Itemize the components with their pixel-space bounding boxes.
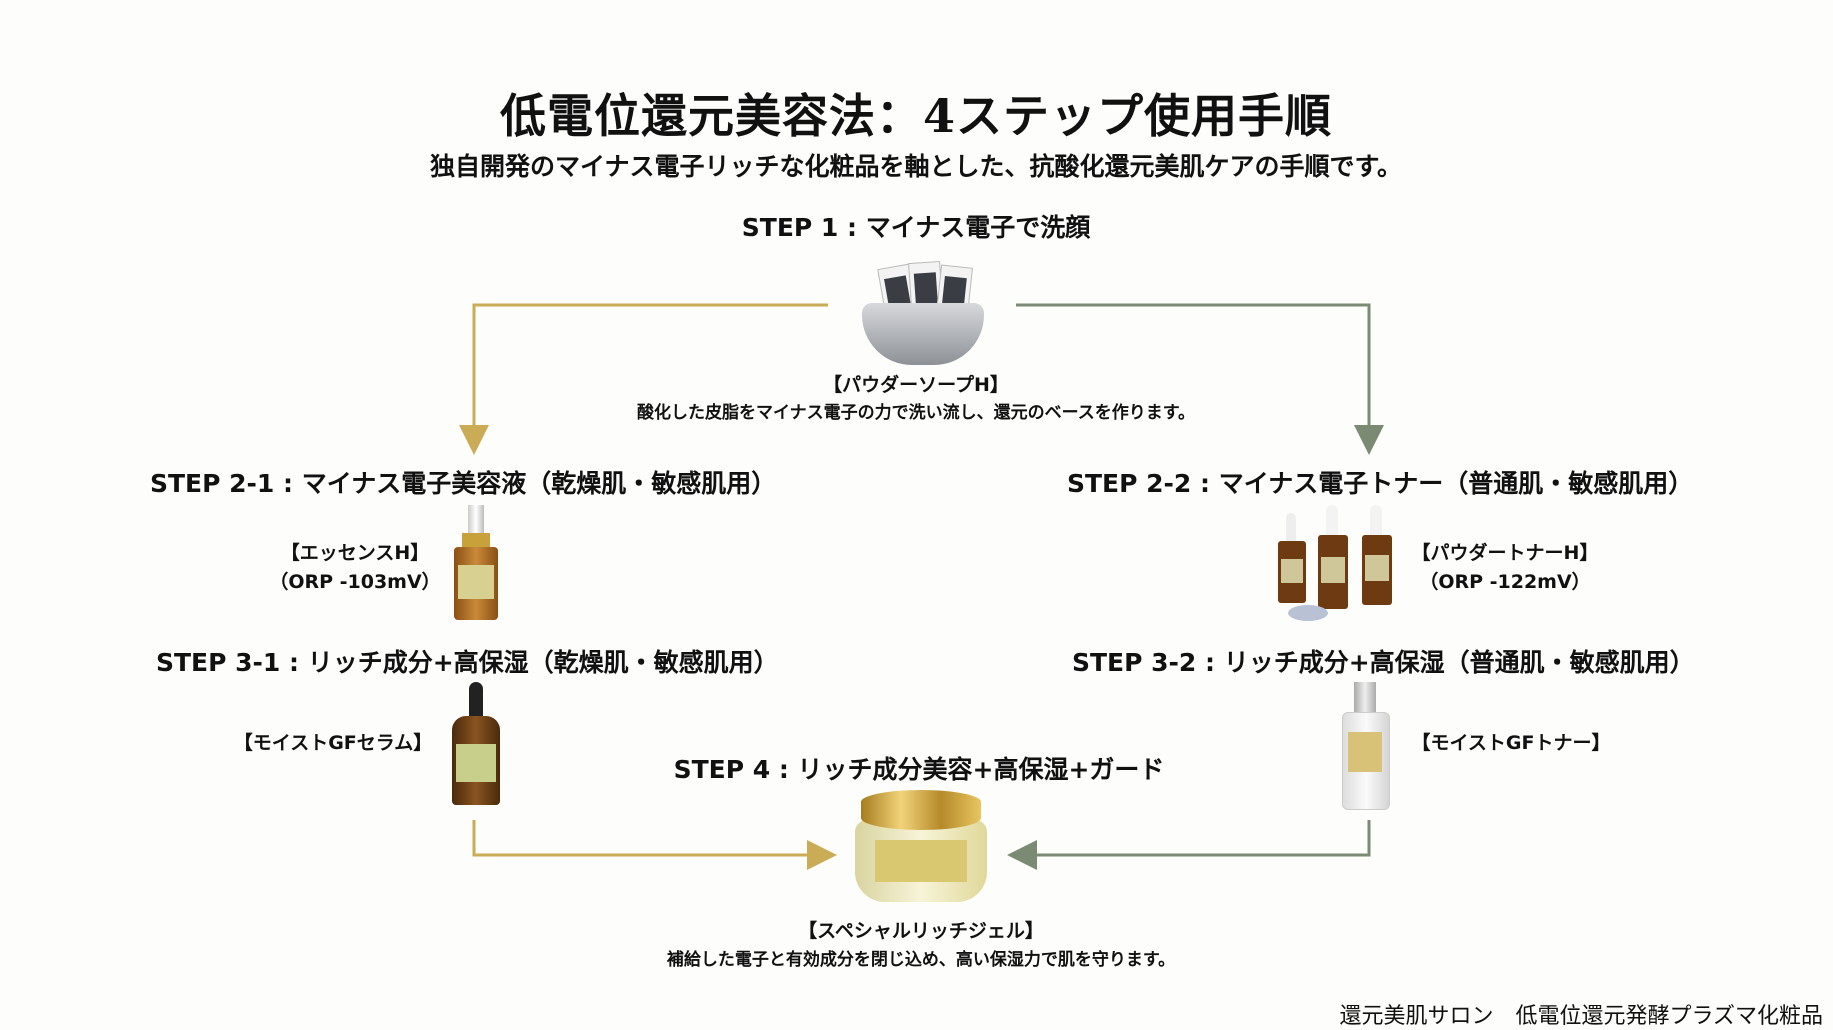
page-title: 低電位還元美容法：4ステップ使用手順 [499,89,1333,143]
arrow-step3-2-to-step4 [1007,820,1371,870]
arrow-step1-to-step2-1 [459,303,828,455]
arrow-step1-to-step2-2 [1016,303,1384,455]
step1-heading: STEP 1 : マイナス電子で洗顔 [741,213,1091,242]
step3-1-heading: STEP 3-1 : リッチ成分+高保湿（乾燥肌・敏感肌用） [156,648,779,677]
step2-1-product: 【エッセンスH】 [280,542,430,564]
step3-2-heading: STEP 3-2 : リッチ成分+高保湿（普通肌・敏感肌用） [1072,648,1695,677]
step4-product: 【スペシャルリッチジェル】 [798,920,1044,942]
step1-description: 酸化した皮脂をマイナス電子の力で洗い流し、還元のベースを作ります。 [636,403,1196,423]
step2-2-product: 【パウダートナーH】 [1411,542,1599,564]
powder-soap-image [862,258,984,370]
step4-description: 補給した電子と有効成分を閉じ込め、高い保湿力で肌を守ります。 [666,950,1176,970]
step4-heading: STEP 4 : リッチ成分美容+高保湿+ガード [673,755,1165,784]
step3-2-product: 【モイストGFトナー】 [1411,732,1611,754]
step1-product: 【パウダーソープH】 [823,374,1009,396]
powder-toner-bottles-image [1278,505,1394,623]
step2-1-orp: （ORP -103mV） [269,571,441,593]
step2-1-heading: STEP 2-1 : マイナス電子美容液（乾燥肌・敏感肌用） [150,469,777,498]
arrow-step3-1-to-step4 [472,820,837,870]
step2-2-heading: STEP 2-2 : マイナス電子トナー（普通肌・敏感肌用） [1067,469,1694,498]
moist-gf-toner-bottle-image [1342,682,1390,810]
essence-bottle-image [454,505,498,620]
step2-2-orp: （ORP -122mV） [1419,571,1591,593]
step3-1-product: 【モイストGFセラム】 [233,732,433,754]
moist-gf-serum-bottle-image [452,682,500,805]
special-rich-gel-jar-image [855,790,987,905]
page-subtitle: 独自開発のマイナス電子リッチな化粧品を軸とした、抗酸化還元美肌ケアの手順です。 [429,152,1403,181]
footer-brand: 還元美肌サロン 低電位還元発酵プラズマ化粧品 [1339,1004,1823,1029]
